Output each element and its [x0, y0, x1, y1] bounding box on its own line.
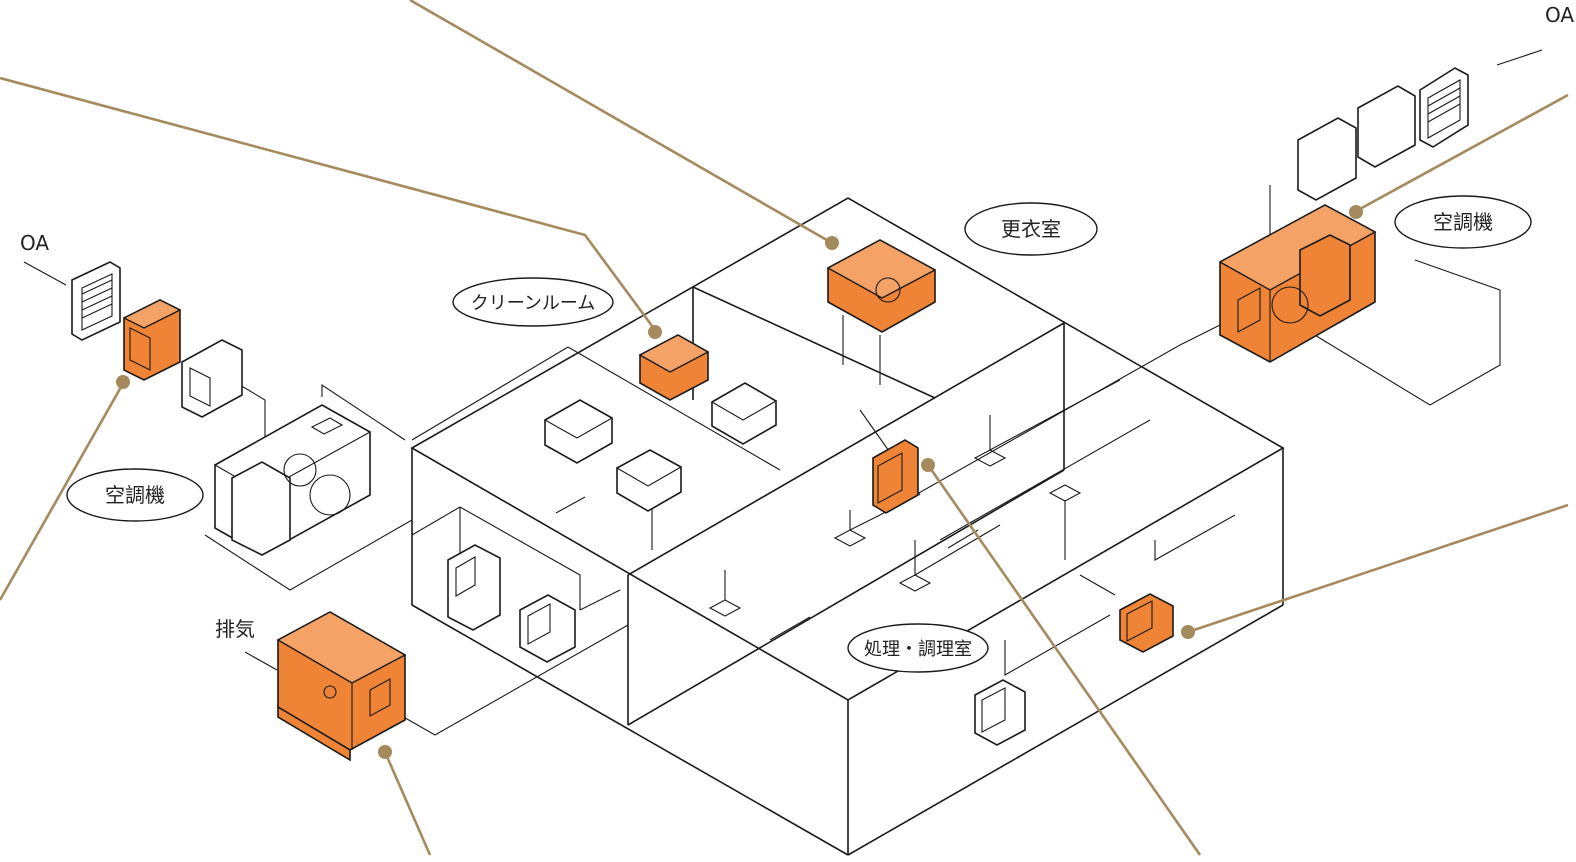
- right-intake-louver: [1419, 67, 1469, 148]
- left-filter-unit: [181, 339, 243, 418]
- label-ahu-right: 空調機: [1394, 195, 1532, 249]
- label-processing-kitchen: 処理・調理室: [847, 623, 989, 673]
- oa-right-text: OA: [1545, 3, 1574, 27]
- label-ahu-left: 空調機: [66, 468, 204, 522]
- label-locker-room: 更衣室: [964, 202, 1098, 256]
- left-pre-filter-unit: [122, 299, 182, 381]
- cleanroom-damper-unit-2: [519, 594, 576, 663]
- kitchen-supply-unit: [1119, 593, 1174, 653]
- label-cleanroom: クリーンルーム: [452, 277, 614, 327]
- label-exhaust: 排気: [215, 617, 255, 641]
- cleanroom-hepa-unit-1: [543, 399, 614, 464]
- exhaust-fan-unit: [276, 611, 407, 762]
- cleanroom-hepa-unit-2: [710, 382, 778, 445]
- right-air-handling-unit: [1218, 204, 1377, 363]
- right-filter-unit-1: [1357, 85, 1416, 168]
- cleanroom-fan-filter-unit: [638, 334, 710, 401]
- kitchen-exhaust-damper: [872, 439, 919, 514]
- label-oa-right: OA: [1545, 3, 1574, 27]
- label-oa-left: OA: [20, 231, 49, 255]
- exhaust-text: 排気: [215, 617, 255, 641]
- cleanroom-damper-unit-1: [447, 544, 501, 631]
- cleanroom-text: クリーンルーム: [471, 293, 596, 314]
- building-outline: [410, 197, 1285, 856]
- locker-room-text: 更衣室: [1001, 217, 1061, 241]
- locker-room-fan-unit: [826, 239, 937, 333]
- ahu-left-text: 空調機: [105, 483, 165, 507]
- processing-kitchen-text: 処理・調理室: [864, 639, 972, 660]
- right-filter-unit-2: [1297, 117, 1357, 201]
- ductwork: [23, 49, 1543, 736]
- left-intake-louver: [71, 261, 121, 341]
- oa-left-text: OA: [20, 231, 49, 255]
- kitchen-damper-unit: [974, 679, 1026, 746]
- ahu-right-text: 空調機: [1433, 210, 1493, 234]
- cleanroom-hepa-unit-3: [615, 449, 683, 512]
- left-air-handling-unit: [213, 404, 372, 556]
